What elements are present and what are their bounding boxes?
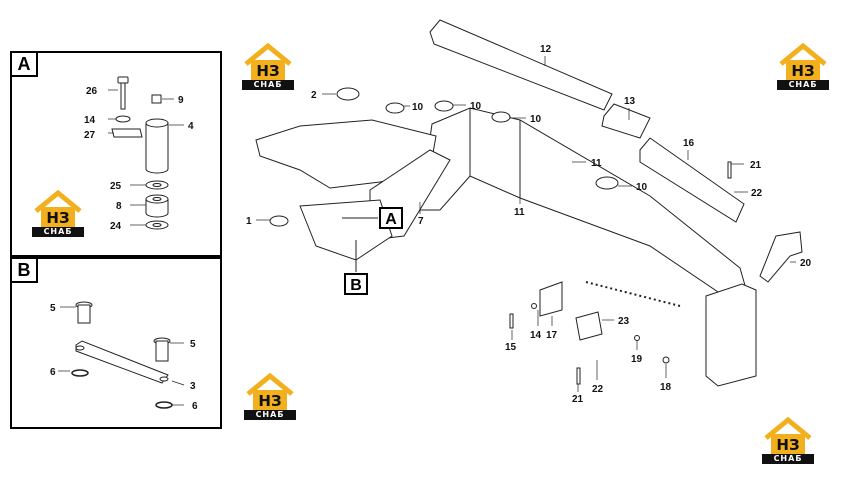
- label-13: 13: [624, 96, 636, 107]
- svg-text:НЗ: НЗ: [776, 436, 799, 454]
- watermark-logo: НЗ СНАБ: [242, 42, 294, 90]
- label-1: 1: [246, 216, 252, 227]
- label-10d: 10: [636, 182, 648, 193]
- house-logo-icon: НЗ: [34, 189, 82, 227]
- label-12: 12: [540, 44, 552, 55]
- label-10a: 10: [412, 102, 424, 113]
- panel-b-drawing: 5 3 5 6 6: [50, 301, 198, 412]
- label-26: 26: [86, 86, 98, 97]
- detail-panel-b: B 5 3 5 6 6: [10, 257, 222, 429]
- label-3: 3: [190, 381, 196, 392]
- label-4: 4: [188, 121, 194, 132]
- label-18: 18: [660, 382, 672, 393]
- svg-text:НЗ: НЗ: [256, 62, 279, 80]
- label-7: 7: [418, 216, 424, 227]
- label-17: 17: [546, 330, 558, 341]
- svg-text:НЗ: НЗ: [791, 62, 814, 80]
- label-5a: 5: [50, 303, 56, 314]
- callout-a: A: [379, 207, 403, 229]
- label-11a: 11: [591, 158, 602, 169]
- label-19: 19: [631, 354, 643, 365]
- mount-plate-17: [539, 281, 563, 317]
- label-10c: 10: [530, 114, 542, 125]
- panel-a-drawing: 26 9 14 27 4 25 8: [84, 76, 194, 232]
- label-6b: 6: [192, 401, 198, 412]
- watermark-logo: НЗ СНАБ: [777, 42, 829, 90]
- house-logo-icon: НЗ: [246, 372, 294, 410]
- label-25: 25: [110, 181, 122, 192]
- label-10b: 10: [470, 101, 482, 112]
- label-22b: 22: [592, 384, 604, 395]
- label-11b: 11: [514, 207, 525, 218]
- watermark-logo: НЗ СНАБ: [762, 416, 814, 464]
- label-20: 20: [800, 258, 812, 269]
- label-8: 8: [116, 201, 122, 212]
- label-21a: 21: [750, 160, 762, 171]
- bolt-part: [117, 76, 129, 110]
- detail-panel-a: A 26 9 14 27 4 25: [10, 51, 222, 257]
- watermark-logo: НЗ СНАБ: [244, 372, 296, 420]
- label-23: 23: [618, 316, 630, 327]
- label-2: 2: [311, 90, 317, 101]
- bracket-20: [759, 231, 803, 283]
- watermark-logo: НЗ СНАБ: [32, 189, 84, 237]
- label-27: 27: [84, 130, 96, 141]
- house-logo-icon: НЗ: [244, 42, 292, 80]
- label-14: 14: [530, 330, 542, 341]
- cover-plate-12: [429, 19, 613, 111]
- label-16: 16: [683, 138, 695, 149]
- house-logo-icon: НЗ: [779, 42, 827, 80]
- house-logo-icon: НЗ: [764, 416, 812, 454]
- cover-plate-13: [601, 103, 651, 139]
- panel-a-tag: A: [12, 53, 38, 77]
- label-6a: 6: [50, 367, 56, 378]
- panel-b-tag: B: [12, 259, 38, 283]
- svg-text:НЗ: НЗ: [46, 209, 69, 227]
- label-15: 15: [505, 342, 517, 353]
- label-14: 14: [84, 115, 96, 126]
- svg-text:НЗ: НЗ: [258, 392, 281, 410]
- main-frame-beam: [419, 107, 749, 297]
- rear-end-plate: [705, 283, 757, 387]
- cover-plate-16: [639, 137, 745, 223]
- label-5b: 5: [190, 339, 196, 350]
- label-21b: 21: [572, 394, 584, 405]
- callout-b: B: [344, 273, 368, 295]
- label-22a: 22: [751, 188, 763, 199]
- bracket-23: [575, 311, 603, 341]
- label-9: 9: [178, 95, 184, 106]
- label-24: 24: [110, 221, 122, 232]
